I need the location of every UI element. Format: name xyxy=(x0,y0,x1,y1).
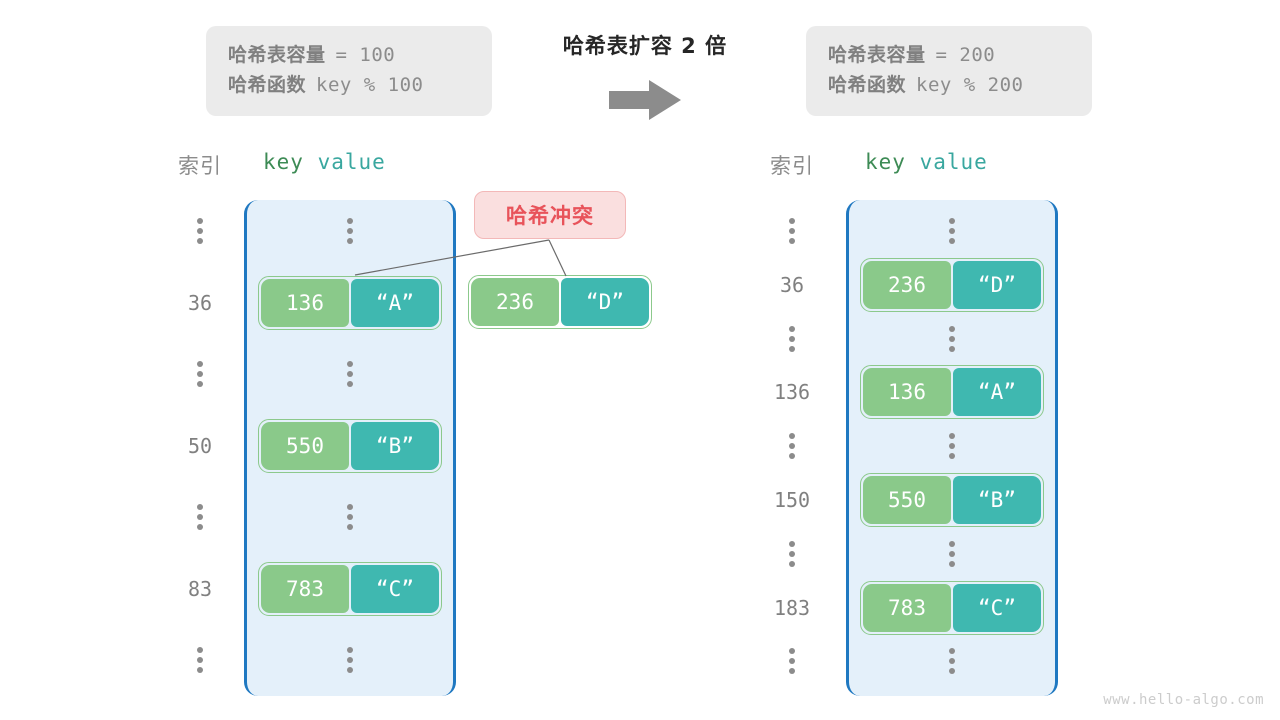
row-ellipsis-icon xyxy=(942,648,962,675)
resize-caption: 哈希表扩容 2 倍 xyxy=(562,34,728,58)
entry-key: 136 xyxy=(261,278,349,327)
index-ellipsis-icon xyxy=(782,218,802,244)
row-ellipsis-icon xyxy=(340,218,360,244)
left-key-header: key value xyxy=(263,150,386,174)
row-ellipsis-icon xyxy=(340,361,360,387)
index-label: 183 xyxy=(773,595,811,620)
hash-entry[interactable]: 783“C” xyxy=(258,561,442,616)
left-capacity-value: = 100 xyxy=(335,44,396,66)
right-key-header: key value xyxy=(865,150,988,174)
left-capacity-label: 哈希表容量 xyxy=(228,44,326,66)
left-hash-info-box: 哈希表容量 = 100 哈希函数 key % 100 xyxy=(206,26,492,116)
left-key-header-text: key xyxy=(263,150,304,174)
index-ellipsis-icon xyxy=(190,218,210,244)
index-label: 150 xyxy=(773,488,811,512)
hash-entry[interactable]: 783“C” xyxy=(860,580,1044,635)
colliding-entry-value: “D” xyxy=(561,278,649,326)
entry-value: “C” xyxy=(351,564,439,613)
colliding-entry-key: 236 xyxy=(471,278,559,326)
left-function-label: 哈希函数 xyxy=(228,74,307,96)
row-ellipsis-icon xyxy=(942,218,962,244)
entry-value: “D” xyxy=(953,260,1041,309)
index-label: 36 xyxy=(187,290,213,315)
right-function-label: 哈希函数 xyxy=(828,74,907,96)
index-ellipsis-icon xyxy=(782,648,802,675)
index-ellipsis-icon xyxy=(190,361,210,387)
arrow-right-icon xyxy=(500,72,790,128)
right-index-header: 索引 xyxy=(770,154,814,178)
right-key-header-text: key xyxy=(865,150,906,174)
index-label: 50 xyxy=(187,433,213,458)
index-ellipsis-icon xyxy=(190,504,210,530)
row-ellipsis-icon xyxy=(340,647,360,673)
right-capacity-value: = 200 xyxy=(935,44,996,66)
hash-entry[interactable]: 136“A” xyxy=(258,275,442,330)
hash-entry[interactable]: 550“B” xyxy=(860,473,1044,527)
entry-key: 783 xyxy=(261,564,349,613)
right-function-value: key % 200 xyxy=(916,74,1024,96)
right-hash-info-box: 哈希表容量 = 200 哈希函数 key % 200 xyxy=(806,26,1092,116)
entry-key: 550 xyxy=(261,421,349,470)
entry-value: “B” xyxy=(953,476,1041,524)
index-ellipsis-icon xyxy=(782,540,802,567)
left-index-header: 索引 xyxy=(178,154,222,178)
colliding-entry[interactable]: 236 “D” xyxy=(468,275,652,329)
index-label: 136 xyxy=(773,380,811,405)
row-ellipsis-icon xyxy=(942,433,962,460)
collision-badge: 哈希冲突 xyxy=(474,191,626,239)
entry-key: 236 xyxy=(863,260,951,309)
watermark: www.hello-algo.com xyxy=(1103,692,1264,708)
row-ellipsis-icon xyxy=(942,540,962,567)
row-ellipsis-icon xyxy=(340,504,360,530)
left-function-value: key % 100 xyxy=(316,74,424,96)
entry-key: 136 xyxy=(863,368,951,417)
right-function-line: 哈希函数 key % 200 xyxy=(828,70,1070,100)
entry-key: 783 xyxy=(863,583,951,632)
left-capacity-line: 哈希表容量 = 100 xyxy=(228,40,470,70)
entry-value: “A” xyxy=(953,368,1041,417)
entry-value: “B” xyxy=(351,421,439,470)
hash-entry[interactable]: 236“D” xyxy=(860,257,1044,312)
entry-value: “C” xyxy=(953,583,1041,632)
left-function-line: 哈希函数 key % 100 xyxy=(228,70,470,100)
entry-value: “A” xyxy=(351,278,439,327)
row-ellipsis-icon xyxy=(942,325,962,352)
entry-key: 550 xyxy=(863,476,951,524)
index-ellipsis-icon xyxy=(782,433,802,460)
right-capacity-line: 哈希表容量 = 200 xyxy=(828,40,1070,70)
left-value-header-text: value xyxy=(317,150,386,174)
right-capacity-label: 哈希表容量 xyxy=(828,44,926,66)
index-ellipsis-icon xyxy=(190,647,210,673)
index-ellipsis-icon xyxy=(782,325,802,352)
hash-entry[interactable]: 550“B” xyxy=(258,418,442,473)
right-value-header-text: value xyxy=(919,150,988,174)
hash-entry[interactable]: 136“A” xyxy=(860,365,1044,420)
index-label: 36 xyxy=(779,272,805,297)
index-label: 83 xyxy=(187,576,213,601)
